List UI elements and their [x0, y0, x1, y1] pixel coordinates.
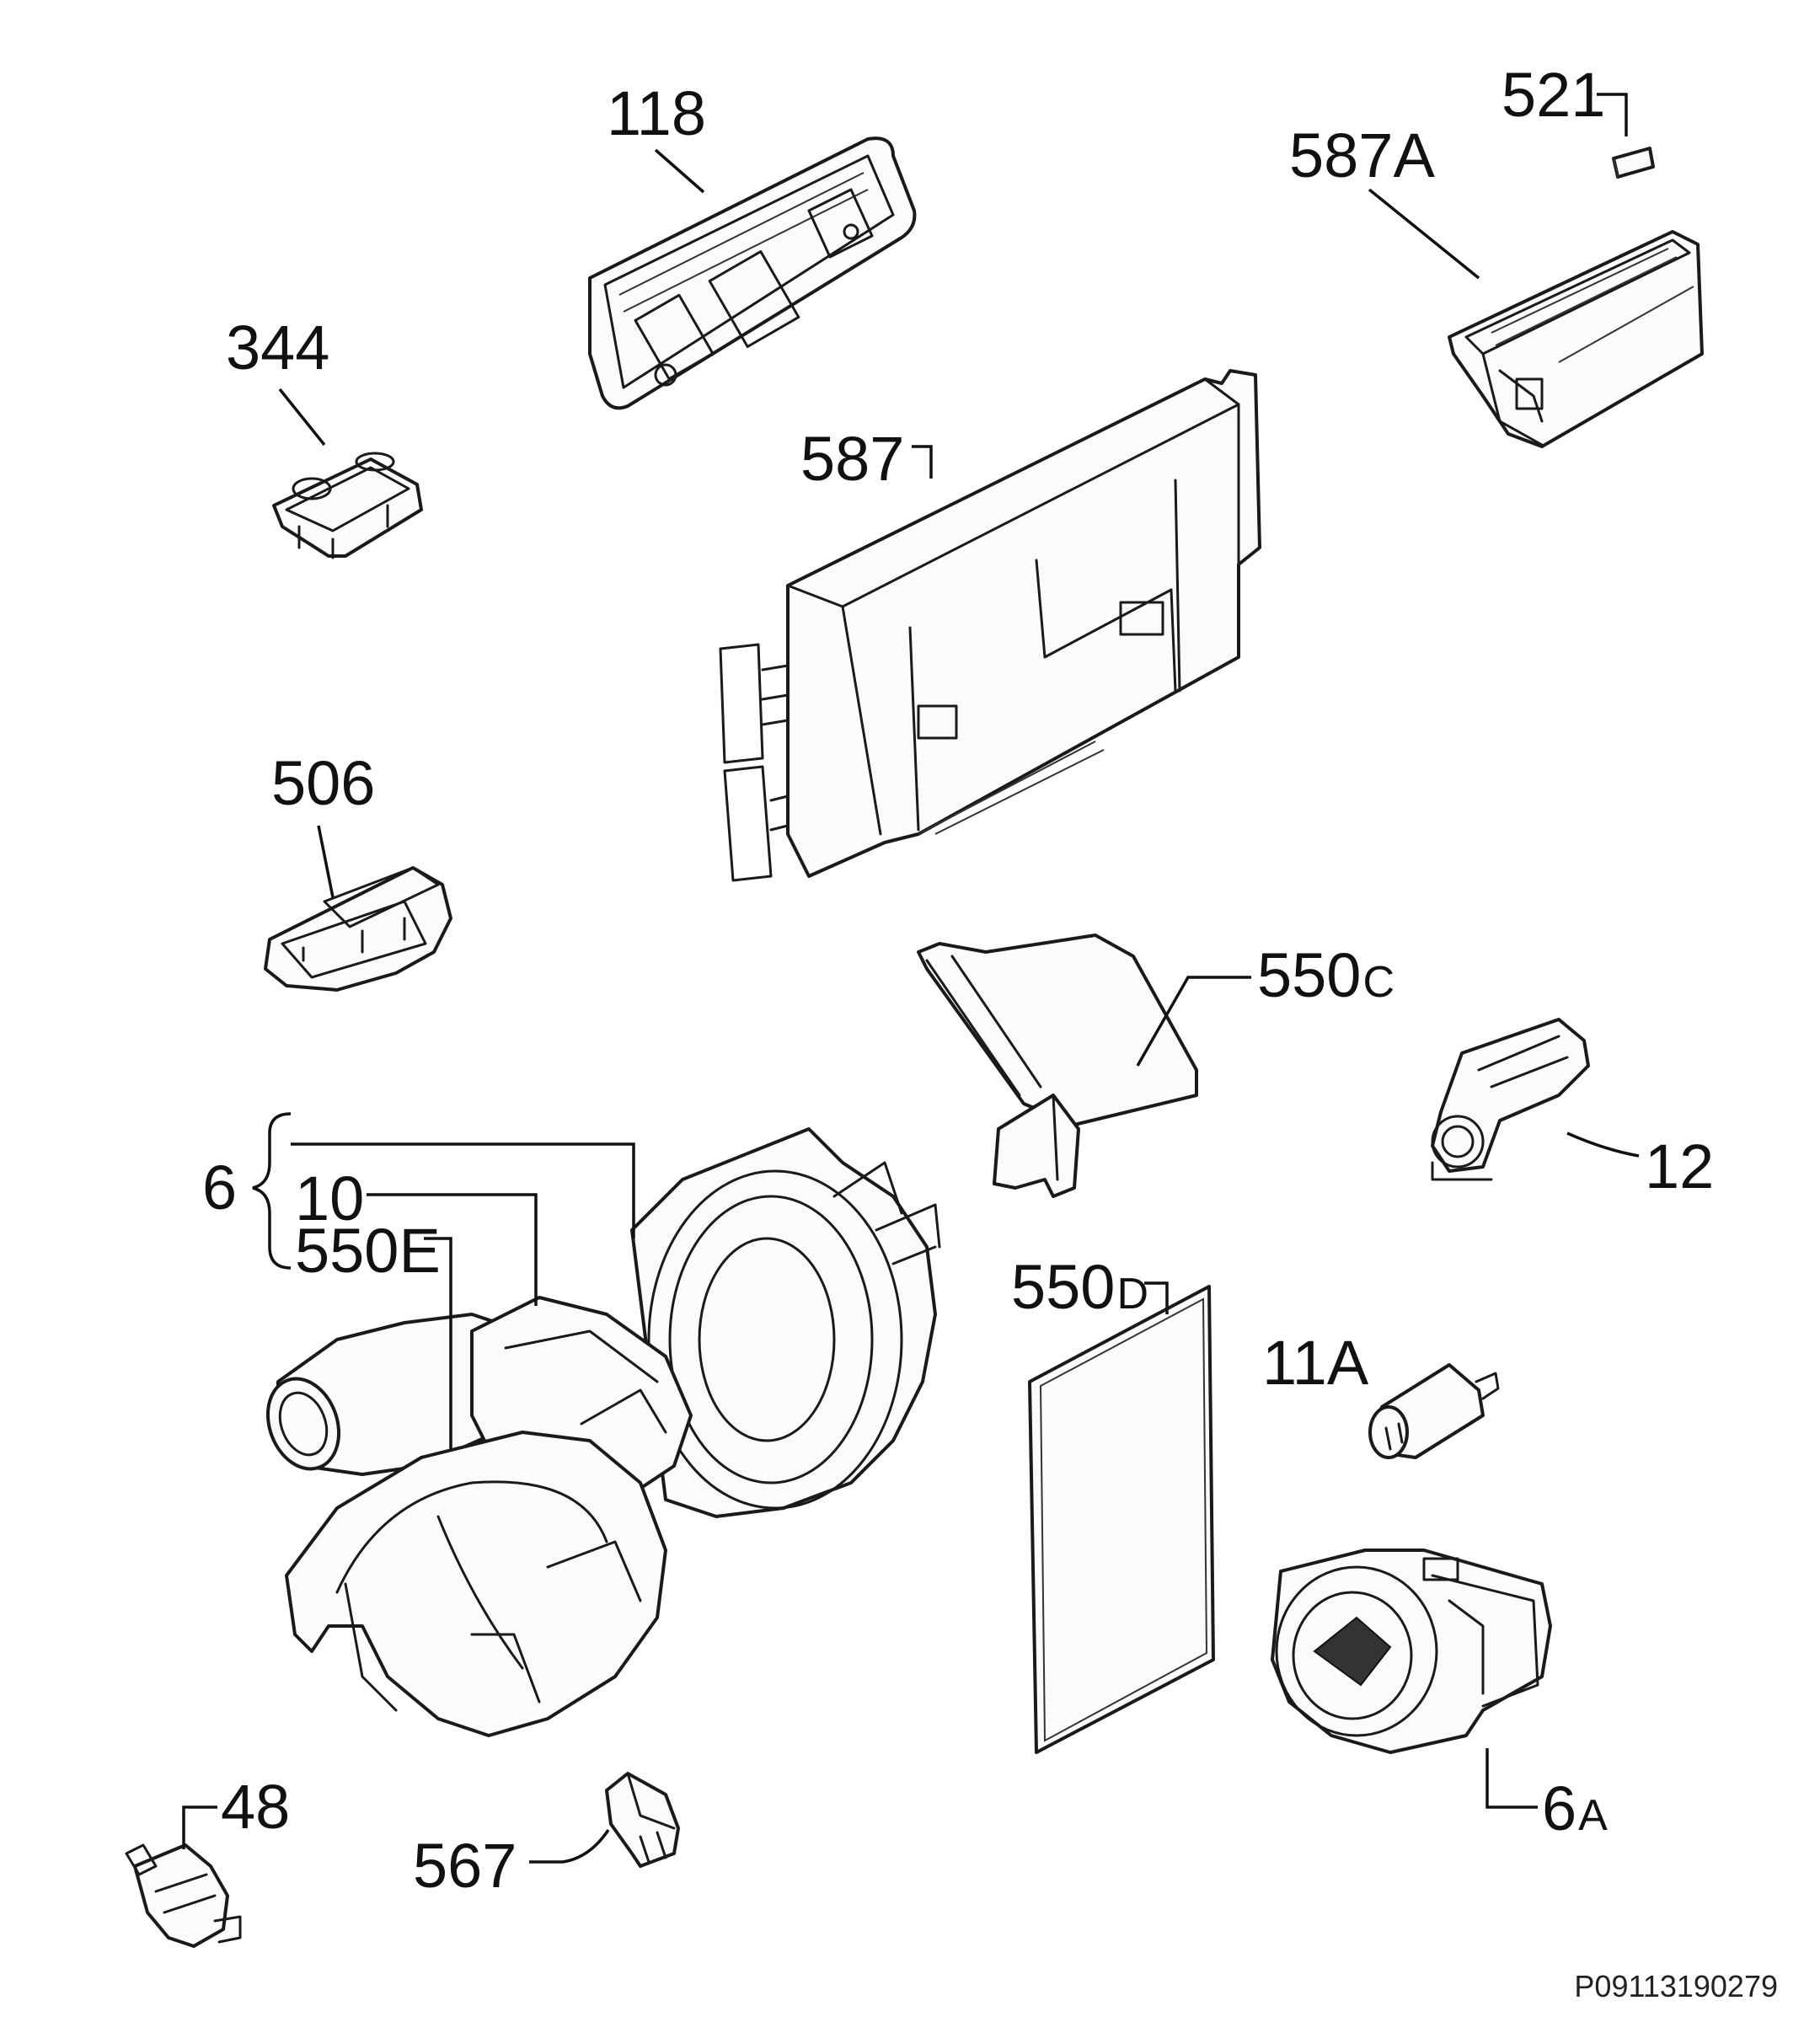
- callout-10: 10: [295, 1163, 364, 1233]
- callout-6A-number: 6A: [1542, 1773, 1608, 1843]
- part-521-clip[interactable]: [1612, 147, 1655, 179]
- part-6A-drain-pump[interactable]: [1271, 1549, 1552, 1754]
- leader-10: [367, 1193, 538, 1306]
- part-118-control-panel[interactable]: [588, 136, 917, 410]
- leader-344: [278, 388, 326, 447]
- callout-6A-main: 6: [1542, 1773, 1576, 1843]
- leader-48: [182, 1805, 217, 1849]
- leader-567: [529, 1829, 610, 1864]
- leader-550C: [1136, 976, 1251, 1067]
- callout-587A: 587A: [1289, 120, 1435, 190]
- callout-506: 506: [271, 748, 375, 818]
- callout-550D-suffix: D: [1116, 1270, 1148, 1319]
- part-11A-component[interactable]: [1368, 1363, 1500, 1459]
- part-587A-module[interactable]: [1448, 230, 1704, 448]
- callout-550D-number: 550D: [1011, 1252, 1148, 1322]
- leader-550E: [424, 1237, 452, 1449]
- part-48-sensor[interactable]: [125, 1843, 242, 1948]
- leader-6: [291, 1142, 635, 1238]
- leader-521: [1597, 93, 1628, 136]
- part-6-circulation-pump[interactable]: [256, 1127, 941, 1737]
- callout-12: 12: [1645, 1131, 1714, 1201]
- callout-587: 587: [800, 424, 904, 494]
- leader-118: [654, 148, 705, 194]
- leader-12: [1566, 1131, 1640, 1158]
- leader-6A: [1485, 1748, 1538, 1809]
- callout-118: 118: [607, 78, 706, 148]
- part-587-main-module[interactable]: [719, 369, 1261, 882]
- leader-587: [912, 445, 933, 479]
- callout-550D-main: 550: [1011, 1252, 1115, 1322]
- part-506-cover[interactable]: [264, 866, 452, 992]
- leader-506: [317, 825, 335, 898]
- callout-344: 344: [226, 313, 329, 382]
- callout-550C-suffix: C: [1362, 958, 1394, 1007]
- brace-6-10-550E: [252, 1112, 292, 1270]
- part-550C-flap[interactable]: [917, 933, 1198, 1198]
- part-550D-panel[interactable]: [1028, 1285, 1215, 1754]
- callout-550C-number: 550C: [1257, 940, 1394, 1010]
- callout-11A: 11A: [1262, 1328, 1369, 1398]
- callout-48: 48: [221, 1772, 290, 1842]
- callout-550E: 550E: [295, 1216, 441, 1286]
- document-id: P09113190279: [1574, 1969, 1778, 2003]
- part-344-switch[interactable]: [272, 452, 423, 559]
- callout-6A-suffix: A: [1578, 1791, 1608, 1840]
- callout-521: 521: [1502, 60, 1605, 130]
- part-567-connector[interactable]: [605, 1772, 680, 1868]
- callout-567: 567: [413, 1831, 517, 1901]
- callout-6: 6: [202, 1153, 237, 1222]
- part-12-sensor[interactable]: [1431, 1018, 1590, 1181]
- leader-550D: [1144, 1281, 1169, 1314]
- callout-550C-main: 550: [1257, 940, 1361, 1010]
- leader-587A: [1368, 188, 1480, 280]
